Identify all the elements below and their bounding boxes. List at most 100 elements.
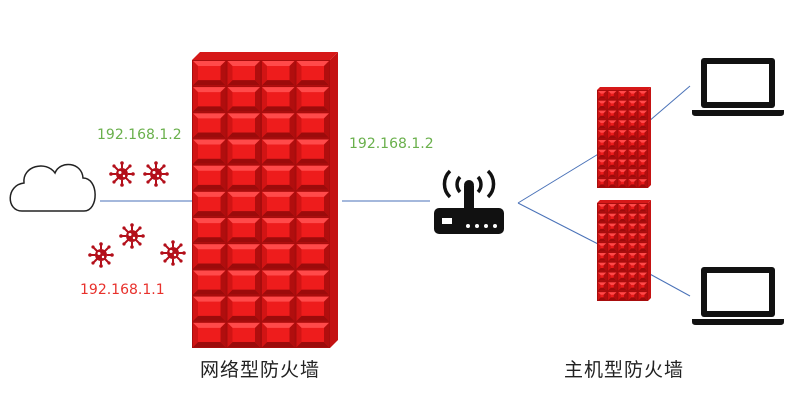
firewall-brick bbox=[638, 292, 647, 300]
firewall-brick bbox=[193, 165, 226, 190]
firewall-brick bbox=[638, 130, 647, 138]
firewall-brick bbox=[598, 223, 607, 232]
link-router-to-host-top bbox=[517, 152, 601, 204]
firewall-brick bbox=[628, 179, 637, 187]
firewall-brick bbox=[638, 282, 647, 291]
firewall-brick bbox=[296, 87, 329, 112]
firewall-brick bbox=[598, 243, 607, 251]
network-firewall bbox=[192, 52, 338, 348]
firewall-brick bbox=[227, 165, 260, 190]
firewall-brick bbox=[638, 213, 647, 222]
virus-icon bbox=[108, 160, 136, 188]
firewall-brick bbox=[628, 272, 637, 281]
firewall-brick bbox=[618, 233, 627, 242]
firewall-brick bbox=[608, 120, 617, 129]
firewall-brick bbox=[628, 159, 637, 168]
firewall-brick bbox=[618, 91, 627, 99]
ip-label-router: 192.168.1.2 bbox=[349, 136, 434, 152]
firewall-brick bbox=[628, 130, 637, 138]
firewall-brick bbox=[193, 270, 226, 295]
firewall-brick bbox=[608, 292, 617, 300]
firewall-brick bbox=[628, 120, 637, 129]
firewall-brick bbox=[193, 139, 226, 164]
firewall-brick bbox=[608, 233, 617, 242]
ip-label-attacker: 192.168.1.1 bbox=[80, 282, 165, 298]
firewall-side bbox=[330, 52, 338, 348]
firewall-brick bbox=[227, 244, 260, 269]
firewall-brick bbox=[628, 253, 637, 261]
firewall-brick bbox=[628, 282, 637, 291]
firewall-brick bbox=[598, 204, 607, 212]
firewall-brick bbox=[628, 91, 637, 99]
firewall-brick bbox=[628, 204, 637, 212]
firewall-brick bbox=[628, 140, 637, 148]
firewall-brick bbox=[608, 159, 617, 168]
firewall-brick bbox=[608, 272, 617, 281]
firewall-brick bbox=[598, 100, 607, 109]
firewall-brick bbox=[227, 113, 260, 138]
caption-network-firewall: 网络型防火墙 bbox=[200, 359, 321, 381]
link-router-to-host-bottom bbox=[517, 202, 601, 246]
firewall-brick bbox=[638, 120, 647, 129]
firewall-brick bbox=[628, 292, 637, 300]
router-icon bbox=[434, 169, 504, 234]
firewall-brick bbox=[598, 272, 607, 281]
firewall-brick bbox=[638, 140, 647, 148]
firewall-top bbox=[192, 52, 338, 60]
firewall-brick bbox=[608, 213, 617, 222]
firewall-brick bbox=[608, 169, 617, 178]
virus-icon bbox=[159, 239, 187, 267]
firewall-brick bbox=[638, 243, 647, 251]
firewall-brick bbox=[193, 322, 226, 347]
firewall-brick bbox=[608, 110, 617, 119]
firewall-side bbox=[648, 200, 651, 301]
firewall-brick bbox=[227, 87, 260, 112]
link-host-bottom-to-laptop bbox=[647, 272, 691, 297]
host-firewall-top bbox=[597, 87, 651, 188]
firewall-brick bbox=[638, 253, 647, 261]
firewall-brick bbox=[598, 282, 607, 291]
firewall-brick bbox=[638, 159, 647, 168]
firewall-brick bbox=[296, 270, 329, 295]
firewall-brick bbox=[618, 179, 627, 187]
firewall-brick bbox=[618, 100, 627, 109]
firewall-brick bbox=[296, 218, 329, 243]
firewall-brick bbox=[227, 322, 260, 347]
firewall-brick bbox=[618, 204, 627, 212]
firewall-brick bbox=[227, 270, 260, 295]
ip-label-safe: 192.168.1.2 bbox=[97, 127, 182, 143]
firewall-brick bbox=[618, 262, 627, 271]
firewall-brick bbox=[618, 253, 627, 261]
firewall-brick bbox=[608, 253, 617, 261]
firewall-brick bbox=[296, 296, 329, 321]
firewall-brick bbox=[608, 130, 617, 138]
firewall-brick bbox=[618, 169, 627, 178]
firewall-brick bbox=[638, 233, 647, 242]
firewall-brick bbox=[598, 120, 607, 129]
firewall-top bbox=[597, 87, 651, 90]
link-host-top-to-laptop bbox=[647, 85, 691, 123]
firewall-brick bbox=[618, 292, 627, 300]
firewall-brick bbox=[193, 244, 226, 269]
firewall-brick bbox=[638, 262, 647, 271]
firewall-brick bbox=[296, 113, 329, 138]
firewall-brick bbox=[608, 100, 617, 109]
firewall-brick bbox=[628, 223, 637, 232]
firewall-brick bbox=[628, 110, 637, 119]
virus-icon bbox=[142, 160, 170, 188]
firewall-top bbox=[597, 200, 651, 203]
virus-icon bbox=[87, 241, 115, 269]
firewall-brick bbox=[618, 272, 627, 281]
caption-host-firewall: 主机型防火墙 bbox=[564, 359, 685, 381]
firewall-brick bbox=[608, 262, 617, 271]
firewall-brick bbox=[598, 140, 607, 148]
firewall-brick bbox=[628, 233, 637, 242]
firewall-brick bbox=[598, 130, 607, 138]
firewall-brick bbox=[608, 140, 617, 148]
firewall-brick bbox=[608, 204, 617, 212]
firewall-brick bbox=[598, 213, 607, 222]
cloud-icon bbox=[9, 163, 96, 212]
firewall-brick bbox=[262, 191, 295, 217]
firewall-brick bbox=[227, 218, 260, 243]
firewall-brick bbox=[638, 204, 647, 212]
